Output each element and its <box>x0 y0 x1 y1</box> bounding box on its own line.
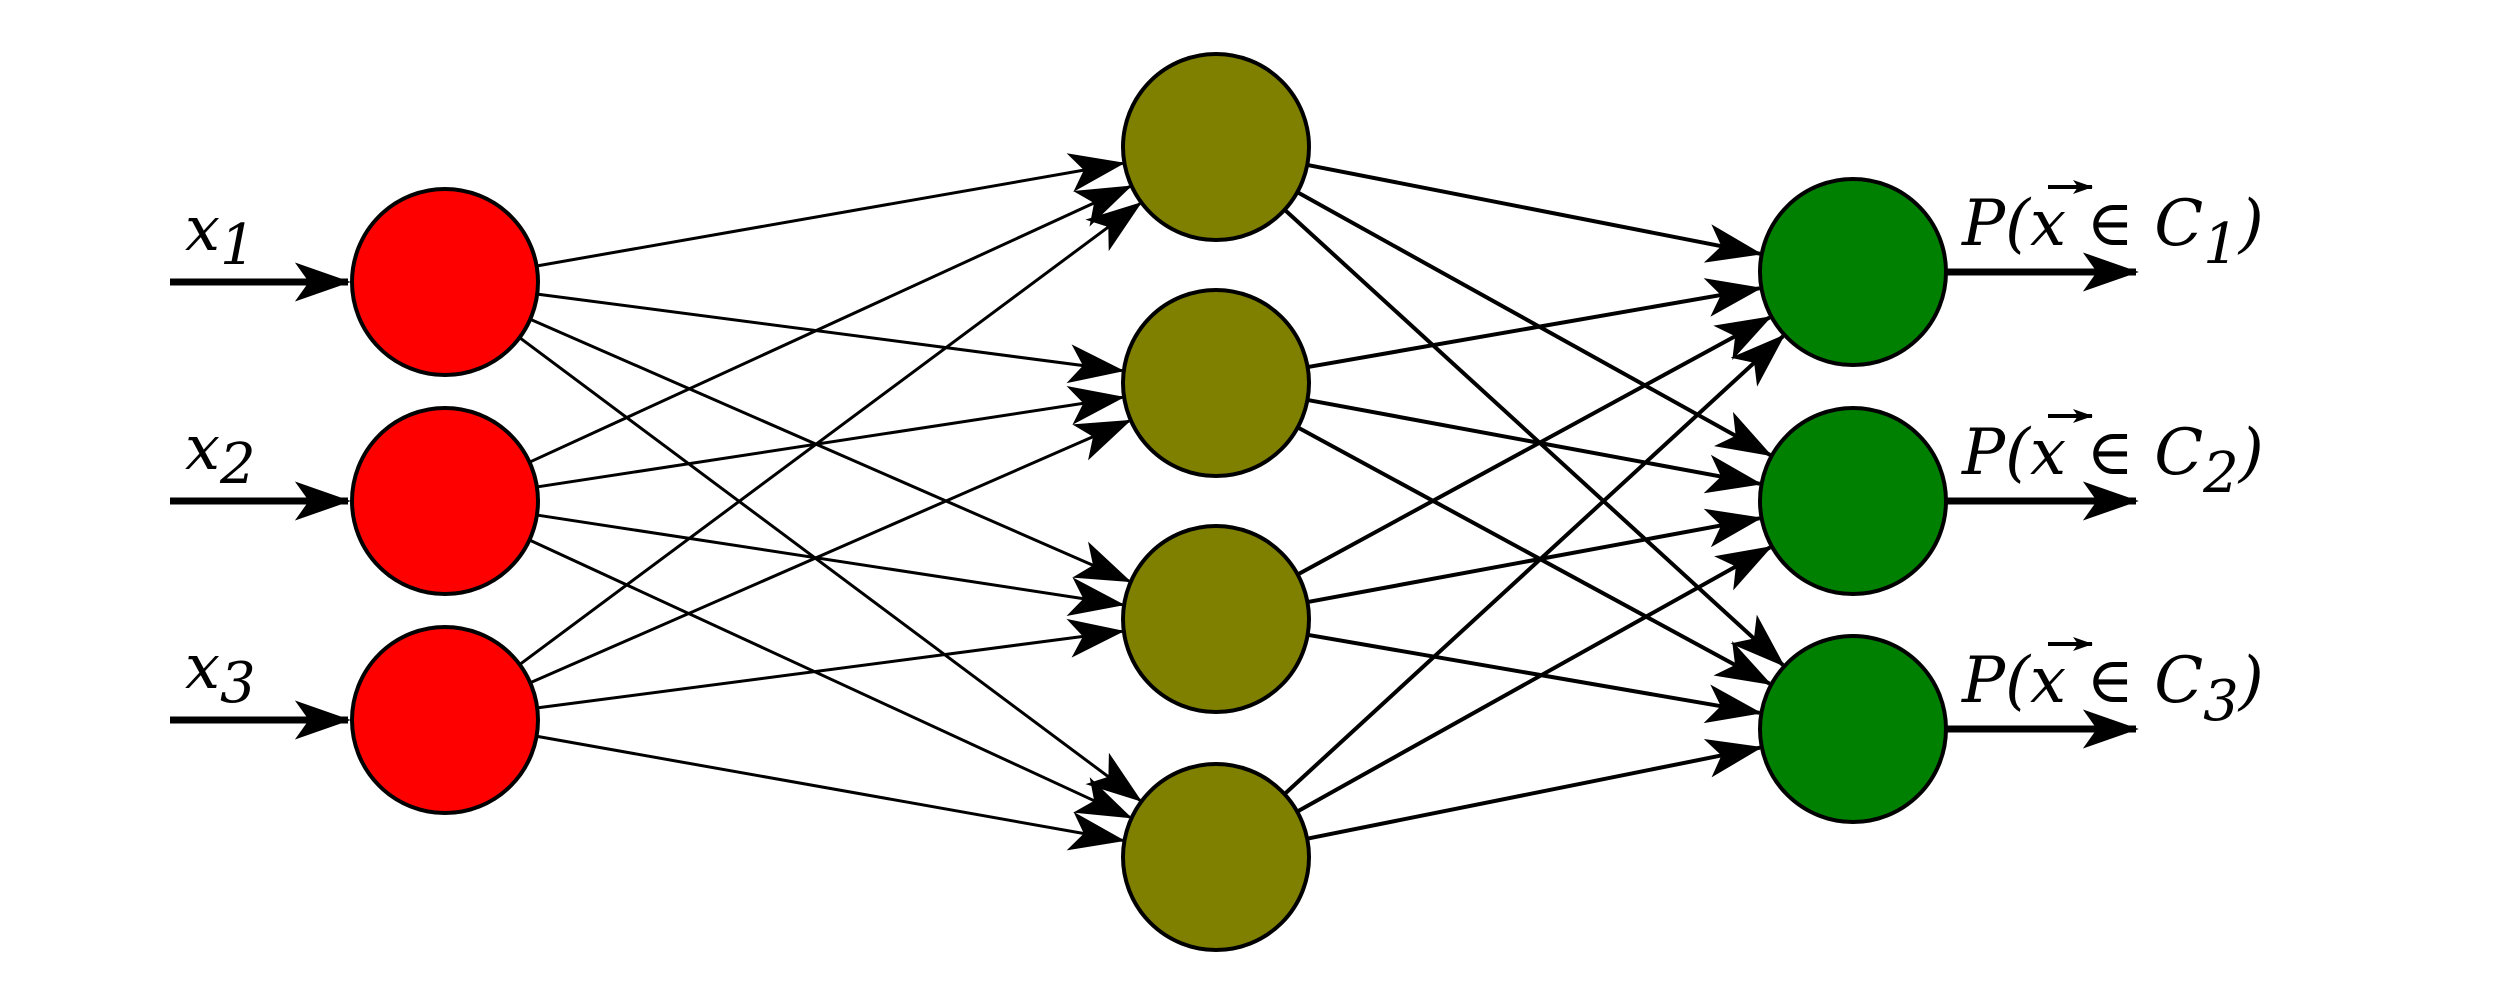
output-label-1: P(x ∈ C1) <box>1961 187 2264 277</box>
edge-input1-hidden1 <box>536 153 1126 268</box>
connections <box>518 153 1786 851</box>
edge-input3-hidden1 <box>518 201 1142 666</box>
output-node-1 <box>1758 177 1948 367</box>
output-label-2: P(x ∈ C2) <box>1961 416 2264 506</box>
edge-hidden4-output1 <box>1283 334 1786 796</box>
edge-hidden4-output2 <box>1296 545 1773 814</box>
edge-input3-hidden4 <box>536 734 1126 851</box>
edge-input2-hidden3 <box>536 513 1125 616</box>
input-label-3: x3 <box>185 630 256 716</box>
hidden-node-1 <box>1121 52 1311 242</box>
output-node-3 <box>1758 634 1948 824</box>
edge-input1-hidden2 <box>537 292 1125 384</box>
edge-hidden2-output1 <box>1307 278 1763 370</box>
input-label-1: x1 <box>185 192 256 278</box>
edge-hidden1-output1 <box>1306 162 1763 263</box>
edge-input3-hidden3 <box>537 618 1125 710</box>
edge-hidden1-output3 <box>1283 208 1785 667</box>
edge-hidden3-output3 <box>1307 632 1763 724</box>
edge-hidden2-output3 <box>1296 425 1772 686</box>
hidden-node-4 <box>1121 762 1311 952</box>
edge-hidden3-output2 <box>1307 508 1763 605</box>
edge-input1-hidden4 <box>518 336 1143 802</box>
edge-hidden4-output3 <box>1306 738 1763 841</box>
edge-hidden2-output2 <box>1307 397 1763 494</box>
output-node-2 <box>1758 406 1948 596</box>
neurons <box>350 52 1948 952</box>
output-label-3: P(x ∈ C3) <box>1961 644 2264 734</box>
edge-input2-hidden4 <box>528 538 1133 819</box>
edge-hidden3-output1 <box>1296 315 1773 577</box>
input-node-2 <box>350 406 540 596</box>
io-arrows <box>170 252 2139 749</box>
edge-input2-hidden1 <box>528 185 1133 464</box>
input-node-3 <box>350 625 540 815</box>
hidden-node-3 <box>1121 524 1311 714</box>
edge-input2-hidden2 <box>536 386 1125 489</box>
input-node-1 <box>350 187 540 377</box>
edge-input3-hidden2 <box>529 419 1132 685</box>
edge-hidden1-output2 <box>1296 190 1773 457</box>
input-label-2: x2 <box>185 411 256 497</box>
hidden-node-2 <box>1121 288 1311 478</box>
edge-input1-hidden3 <box>529 317 1132 583</box>
labels: x1 x2 x3 P(x ∈ C1) P(x ∈ C2) P(x ∈ C3) <box>185 180 2264 734</box>
